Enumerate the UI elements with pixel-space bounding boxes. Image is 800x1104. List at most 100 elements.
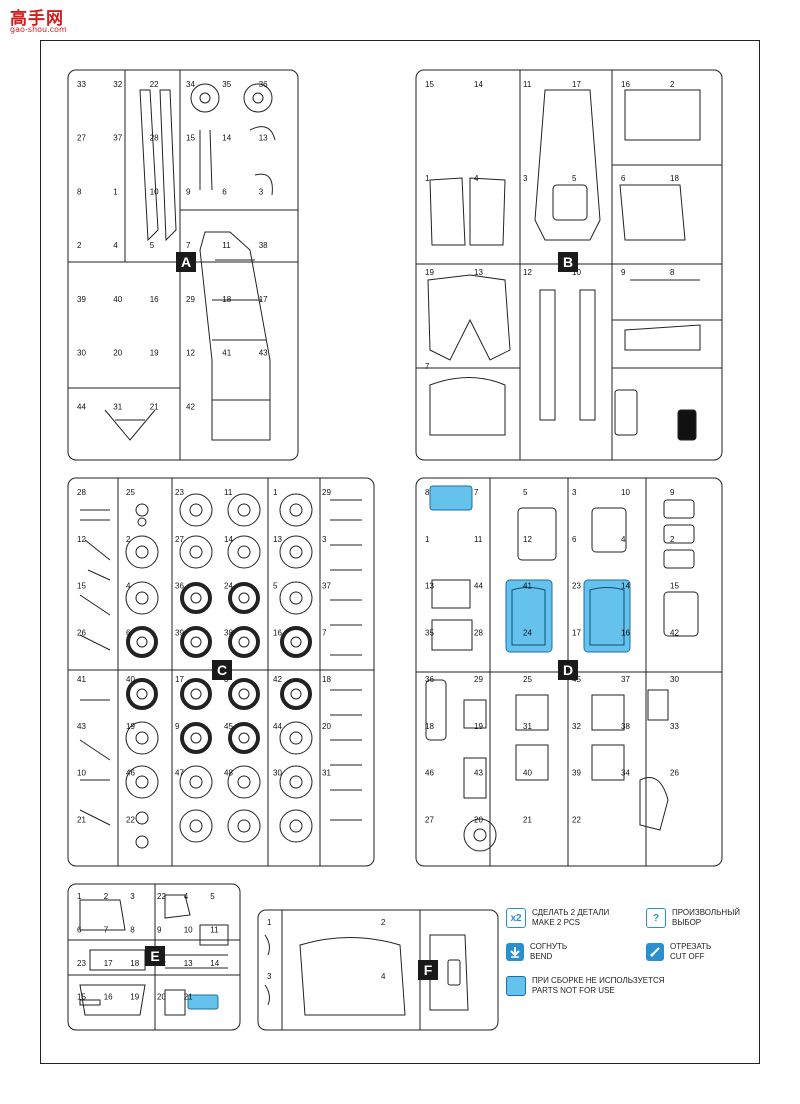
sprue-e-frame bbox=[67, 883, 241, 1031]
part-number-a: 3 bbox=[259, 187, 264, 196]
part-number-c: 18 bbox=[322, 675, 331, 684]
part-number-c: 26 bbox=[77, 628, 86, 637]
part-number-d: 7 bbox=[474, 488, 479, 497]
part-number-f: 3 bbox=[267, 972, 272, 981]
bend-arrow-icon bbox=[506, 943, 524, 961]
part-number-d: 25 bbox=[523, 675, 532, 684]
part-number-a: 32 bbox=[113, 80, 122, 89]
part-number-e: 10 bbox=[184, 926, 193, 935]
body-shell bbox=[534, 89, 601, 241]
part-number-d: 44 bbox=[474, 582, 483, 591]
part-number-c: 19 bbox=[126, 722, 135, 731]
part-number-d: 29 bbox=[474, 675, 483, 684]
legend-x2-ru: СДЕЛАТЬ 2 ДЕТАЛИ bbox=[532, 908, 610, 917]
part-number-a: 7 bbox=[186, 241, 191, 250]
part-number-d: 17 bbox=[572, 628, 581, 637]
part-number-b: 13 bbox=[474, 268, 483, 277]
legend-bend-en: BEND bbox=[530, 952, 553, 961]
part-number-c: 23 bbox=[175, 488, 184, 497]
part-number-d: 18 bbox=[425, 722, 434, 731]
part-number-e: 22 bbox=[157, 892, 166, 901]
part-number-d: 1 bbox=[425, 535, 430, 544]
part-number-d: 40 bbox=[523, 769, 532, 778]
part-number-b: 15 bbox=[425, 80, 434, 89]
part-number-c: 2 bbox=[126, 535, 131, 544]
part-number-e: 7 bbox=[104, 926, 109, 935]
part-number-c: 15 bbox=[77, 582, 86, 591]
legend-x2-en: MAKE 2 PCS bbox=[532, 918, 581, 927]
part-number-d: 32 bbox=[572, 722, 581, 731]
part-number-a: 34 bbox=[186, 80, 195, 89]
x2-icon: x2 bbox=[506, 908, 526, 928]
part-number-d: 46 bbox=[425, 769, 434, 778]
sprue-d-badge: D bbox=[558, 660, 578, 680]
part-number-c: 12 bbox=[77, 535, 86, 544]
part-number-c: 11 bbox=[224, 488, 233, 497]
part-number-a: 39 bbox=[77, 295, 86, 304]
part-number-a: 10 bbox=[150, 187, 159, 196]
part-number-a: 9 bbox=[186, 187, 191, 196]
part-number-d: 26 bbox=[670, 769, 679, 778]
part-number-c: 39 bbox=[175, 628, 184, 637]
part-number-f: 1 bbox=[267, 918, 272, 927]
legend-bend-ru: СОГНУТЬ bbox=[530, 942, 568, 951]
part-number-d: 43 bbox=[474, 769, 483, 778]
part-number-e: 23 bbox=[77, 959, 86, 968]
part-number-d: 15 bbox=[670, 582, 679, 591]
sprue-c-frame bbox=[67, 477, 375, 867]
part-number-d: 13 bbox=[425, 582, 434, 591]
part-number-c: 7 bbox=[322, 628, 327, 637]
part-number-d: 8 bbox=[425, 488, 430, 497]
part-number-a: 12 bbox=[186, 349, 195, 358]
part-number-e: 1 bbox=[77, 892, 82, 901]
part-number-d: 11 bbox=[474, 535, 483, 544]
part-number-d: 39 bbox=[572, 769, 581, 778]
wheel-grid bbox=[125, 493, 313, 849]
part-number-e: 13 bbox=[184, 959, 193, 968]
part-number-a: 30 bbox=[77, 349, 86, 358]
part-number-b: 9 bbox=[621, 268, 626, 277]
logo-title: 高手网 bbox=[10, 9, 64, 29]
sprue-f-badge: F bbox=[418, 960, 438, 980]
part-number-a: 36 bbox=[259, 80, 268, 89]
part-number-d: 31 bbox=[523, 722, 532, 731]
question-icon: ? bbox=[646, 908, 666, 928]
part-number-b: 10 bbox=[572, 268, 581, 277]
part-number-c: 28 bbox=[77, 488, 86, 497]
part-number-e: 8 bbox=[130, 926, 135, 935]
part-number-c: 13 bbox=[273, 535, 282, 544]
part-number-a: 4 bbox=[113, 241, 118, 250]
part-number-c: 5 bbox=[273, 582, 278, 591]
part-number-e: 6 bbox=[77, 926, 82, 935]
part-number-d: 27 bbox=[425, 815, 434, 824]
sprue-a-badge: A bbox=[176, 252, 196, 272]
part-number-d: 3 bbox=[572, 488, 577, 497]
part-number-d: 6 bbox=[572, 535, 577, 544]
part-number-b: 5 bbox=[572, 174, 577, 183]
part-number-e: 15 bbox=[77, 993, 86, 1002]
part-number-d: 34 bbox=[621, 769, 630, 778]
part-number-c: 1 bbox=[273, 488, 278, 497]
part-number-a: 21 bbox=[150, 402, 159, 411]
part-number-d: 24 bbox=[523, 628, 532, 637]
part-number-c: 21 bbox=[77, 815, 86, 824]
sprue-b-frame bbox=[415, 69, 723, 461]
sprue-b-badge: B bbox=[558, 252, 578, 272]
part-number-a: 13 bbox=[259, 134, 268, 143]
legend-notuse-en: PARTS NOT FOR USE bbox=[532, 986, 615, 995]
part-number-a: 44 bbox=[77, 402, 86, 411]
legend-optional-ru: ПРОИЗВОЛЬНЫЙ bbox=[672, 908, 741, 917]
part-number-b: 19 bbox=[425, 268, 434, 277]
part-number-e: 21 bbox=[184, 993, 193, 1002]
part-number-c: 43 bbox=[77, 722, 86, 731]
part-number-e: 4 bbox=[184, 892, 189, 901]
sprue-e-badge: E bbox=[145, 946, 165, 966]
part-number-a: 2 bbox=[77, 241, 82, 250]
part-number-b: 4 bbox=[474, 174, 479, 183]
part-number-a: 8 bbox=[77, 187, 82, 196]
part-number-c: 46 bbox=[126, 769, 135, 778]
part-number-c: 20 bbox=[322, 722, 331, 731]
